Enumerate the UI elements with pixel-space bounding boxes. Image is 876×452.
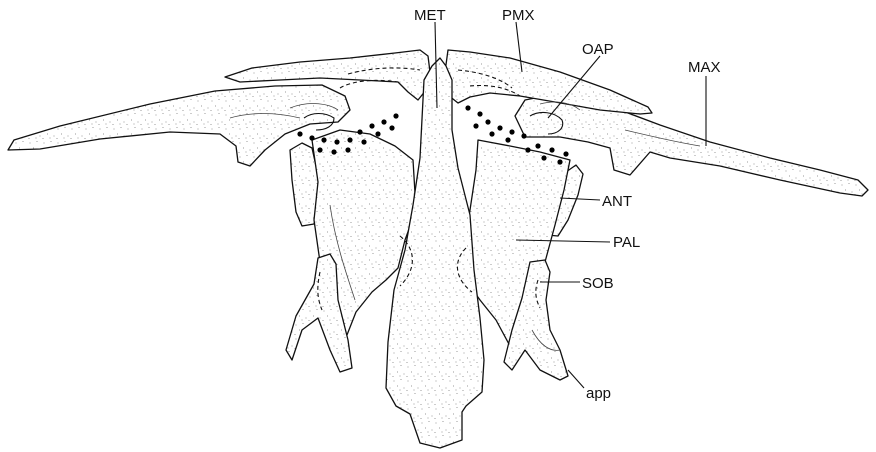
suture-premaxilla-left-2	[340, 80, 398, 88]
leader-app	[568, 370, 584, 388]
label-sob: SOB	[582, 275, 614, 292]
label-max: MAX	[688, 59, 721, 76]
label-pal: PAL	[613, 234, 640, 251]
label-pmx: PMX	[502, 7, 535, 24]
label-oap: OAP	[582, 41, 614, 58]
label-met: MET	[414, 7, 446, 24]
label-app: app	[586, 385, 611, 402]
label-ant: ANT	[602, 193, 632, 210]
